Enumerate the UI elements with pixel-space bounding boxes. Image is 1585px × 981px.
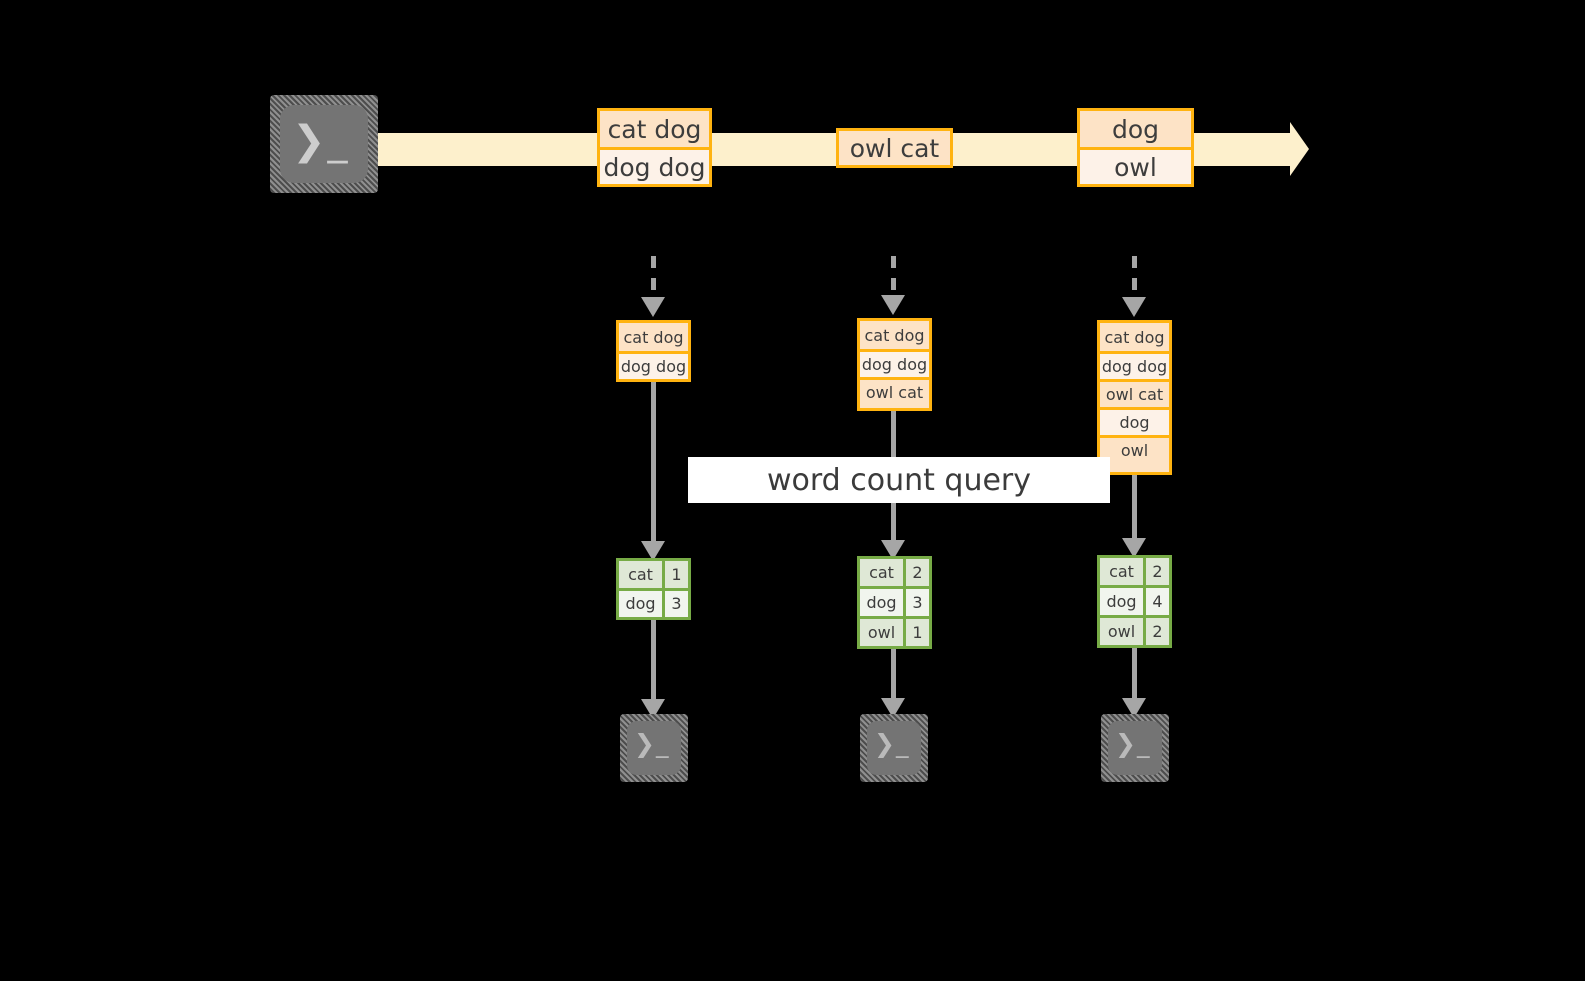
result-table-1: cat 1 dog 3: [616, 558, 691, 620]
terminal-prompt-icon: ❯_: [1115, 729, 1151, 758]
table-row: dog 3: [619, 587, 688, 617]
snapshot-line: dog dog: [860, 349, 929, 377]
sink-line-3: [1132, 648, 1137, 702]
terminal-prompt-icon: ❯_: [292, 118, 350, 164]
table-row: owl 2: [1100, 615, 1169, 645]
stream-event-line: owl: [1080, 147, 1191, 184]
result-word: dog: [866, 593, 897, 612]
stream-event-line: owl cat: [849, 133, 940, 163]
terminal-screen: [627, 721, 681, 775]
result-count: 4: [1143, 588, 1169, 615]
query-arrowhead-3: [1122, 538, 1146, 558]
sink-arrowhead-2: [881, 698, 905, 718]
query-line-1: [651, 382, 656, 552]
table-row: dog 4: [1100, 585, 1169, 615]
result-count: 2: [1143, 558, 1169, 585]
snapshot-line: dog dog: [1100, 351, 1169, 379]
query-arrowhead-2: [881, 540, 905, 560]
terminal-prompt-icon: ❯_: [874, 729, 910, 758]
stream-event-3: dog owl: [1077, 108, 1194, 187]
snapshot-feed-arrowhead-2: [881, 295, 905, 315]
snapshot-feed-line-1: [651, 256, 656, 306]
table-row: cat 2: [860, 559, 929, 586]
sink-line-1: [651, 620, 656, 702]
terminal-prompt-icon: ❯_: [634, 729, 670, 758]
result-table-2: cat 2 dog 3 owl 1: [857, 556, 932, 649]
snapshot-table-1: cat dog dog dog: [616, 320, 691, 382]
snapshot-line: owl: [1100, 435, 1169, 463]
snapshot-feed-arrowhead-1: [641, 297, 665, 317]
result-word: owl: [867, 623, 896, 642]
query-arrowhead-1: [641, 541, 665, 561]
stream-event-line: cat dog: [607, 114, 702, 144]
query-line-3: [1132, 475, 1137, 553]
result-count: 1: [903, 619, 929, 646]
sink-terminal-2[interactable]: ❯_: [860, 714, 928, 782]
snapshot-line: owl cat: [860, 377, 929, 405]
snapshot-line: cat dog: [864, 325, 925, 345]
table-row: owl 1: [860, 616, 929, 646]
result-count: 2: [903, 559, 929, 586]
result-count: 3: [903, 589, 929, 616]
snapshot-line: dog: [1100, 407, 1169, 435]
sink-terminal-3[interactable]: ❯_: [1101, 714, 1169, 782]
terminal-screen: [867, 721, 921, 775]
table-row: cat 1: [619, 561, 688, 588]
result-count: 2: [1143, 618, 1169, 645]
sink-line-2: [891, 649, 896, 702]
stream-event-1: cat dog dog dog: [597, 108, 712, 187]
result-word: dog: [625, 594, 656, 614]
result-count: 3: [662, 590, 688, 617]
terminal-screen: [280, 105, 368, 183]
query-label: word count query: [688, 457, 1110, 503]
snapshot-line: owl cat: [1100, 379, 1169, 407]
result-word: cat: [628, 564, 653, 584]
stream-event-line: dog dog: [600, 147, 709, 184]
result-word: cat: [869, 563, 894, 582]
snapshot-feed-arrowhead-3: [1122, 297, 1146, 317]
sink-arrowhead-3: [1122, 698, 1146, 718]
result-count: 1: [662, 561, 688, 588]
snapshot-line: cat dog: [1104, 327, 1165, 347]
snapshot-line: dog dog: [619, 351, 688, 379]
table-row: cat 2: [1100, 558, 1169, 585]
result-word: dog: [1106, 592, 1137, 611]
snapshot-table-2: cat dog dog dog owl cat: [857, 318, 932, 411]
result-table-3: cat 2 dog 4 owl 2: [1097, 555, 1172, 648]
stream-band-arrowhead: [1290, 122, 1309, 176]
source-terminal[interactable]: ❯_: [270, 95, 378, 193]
result-word: cat: [1109, 562, 1134, 581]
result-word: owl: [1107, 622, 1136, 641]
snapshot-table-3: cat dog dog dog owl cat dog owl: [1097, 320, 1172, 475]
sink-terminal-1[interactable]: ❯_: [620, 714, 688, 782]
stream-event-line: dog: [1111, 114, 1160, 144]
snapshot-feed-line-3: [1132, 256, 1137, 306]
terminal-screen: [1108, 721, 1162, 775]
snapshot-feed-line-2: [891, 256, 896, 304]
table-row: dog 3: [860, 586, 929, 616]
snapshot-line: cat dog: [623, 327, 684, 347]
stream-event-2: owl cat: [836, 128, 953, 168]
